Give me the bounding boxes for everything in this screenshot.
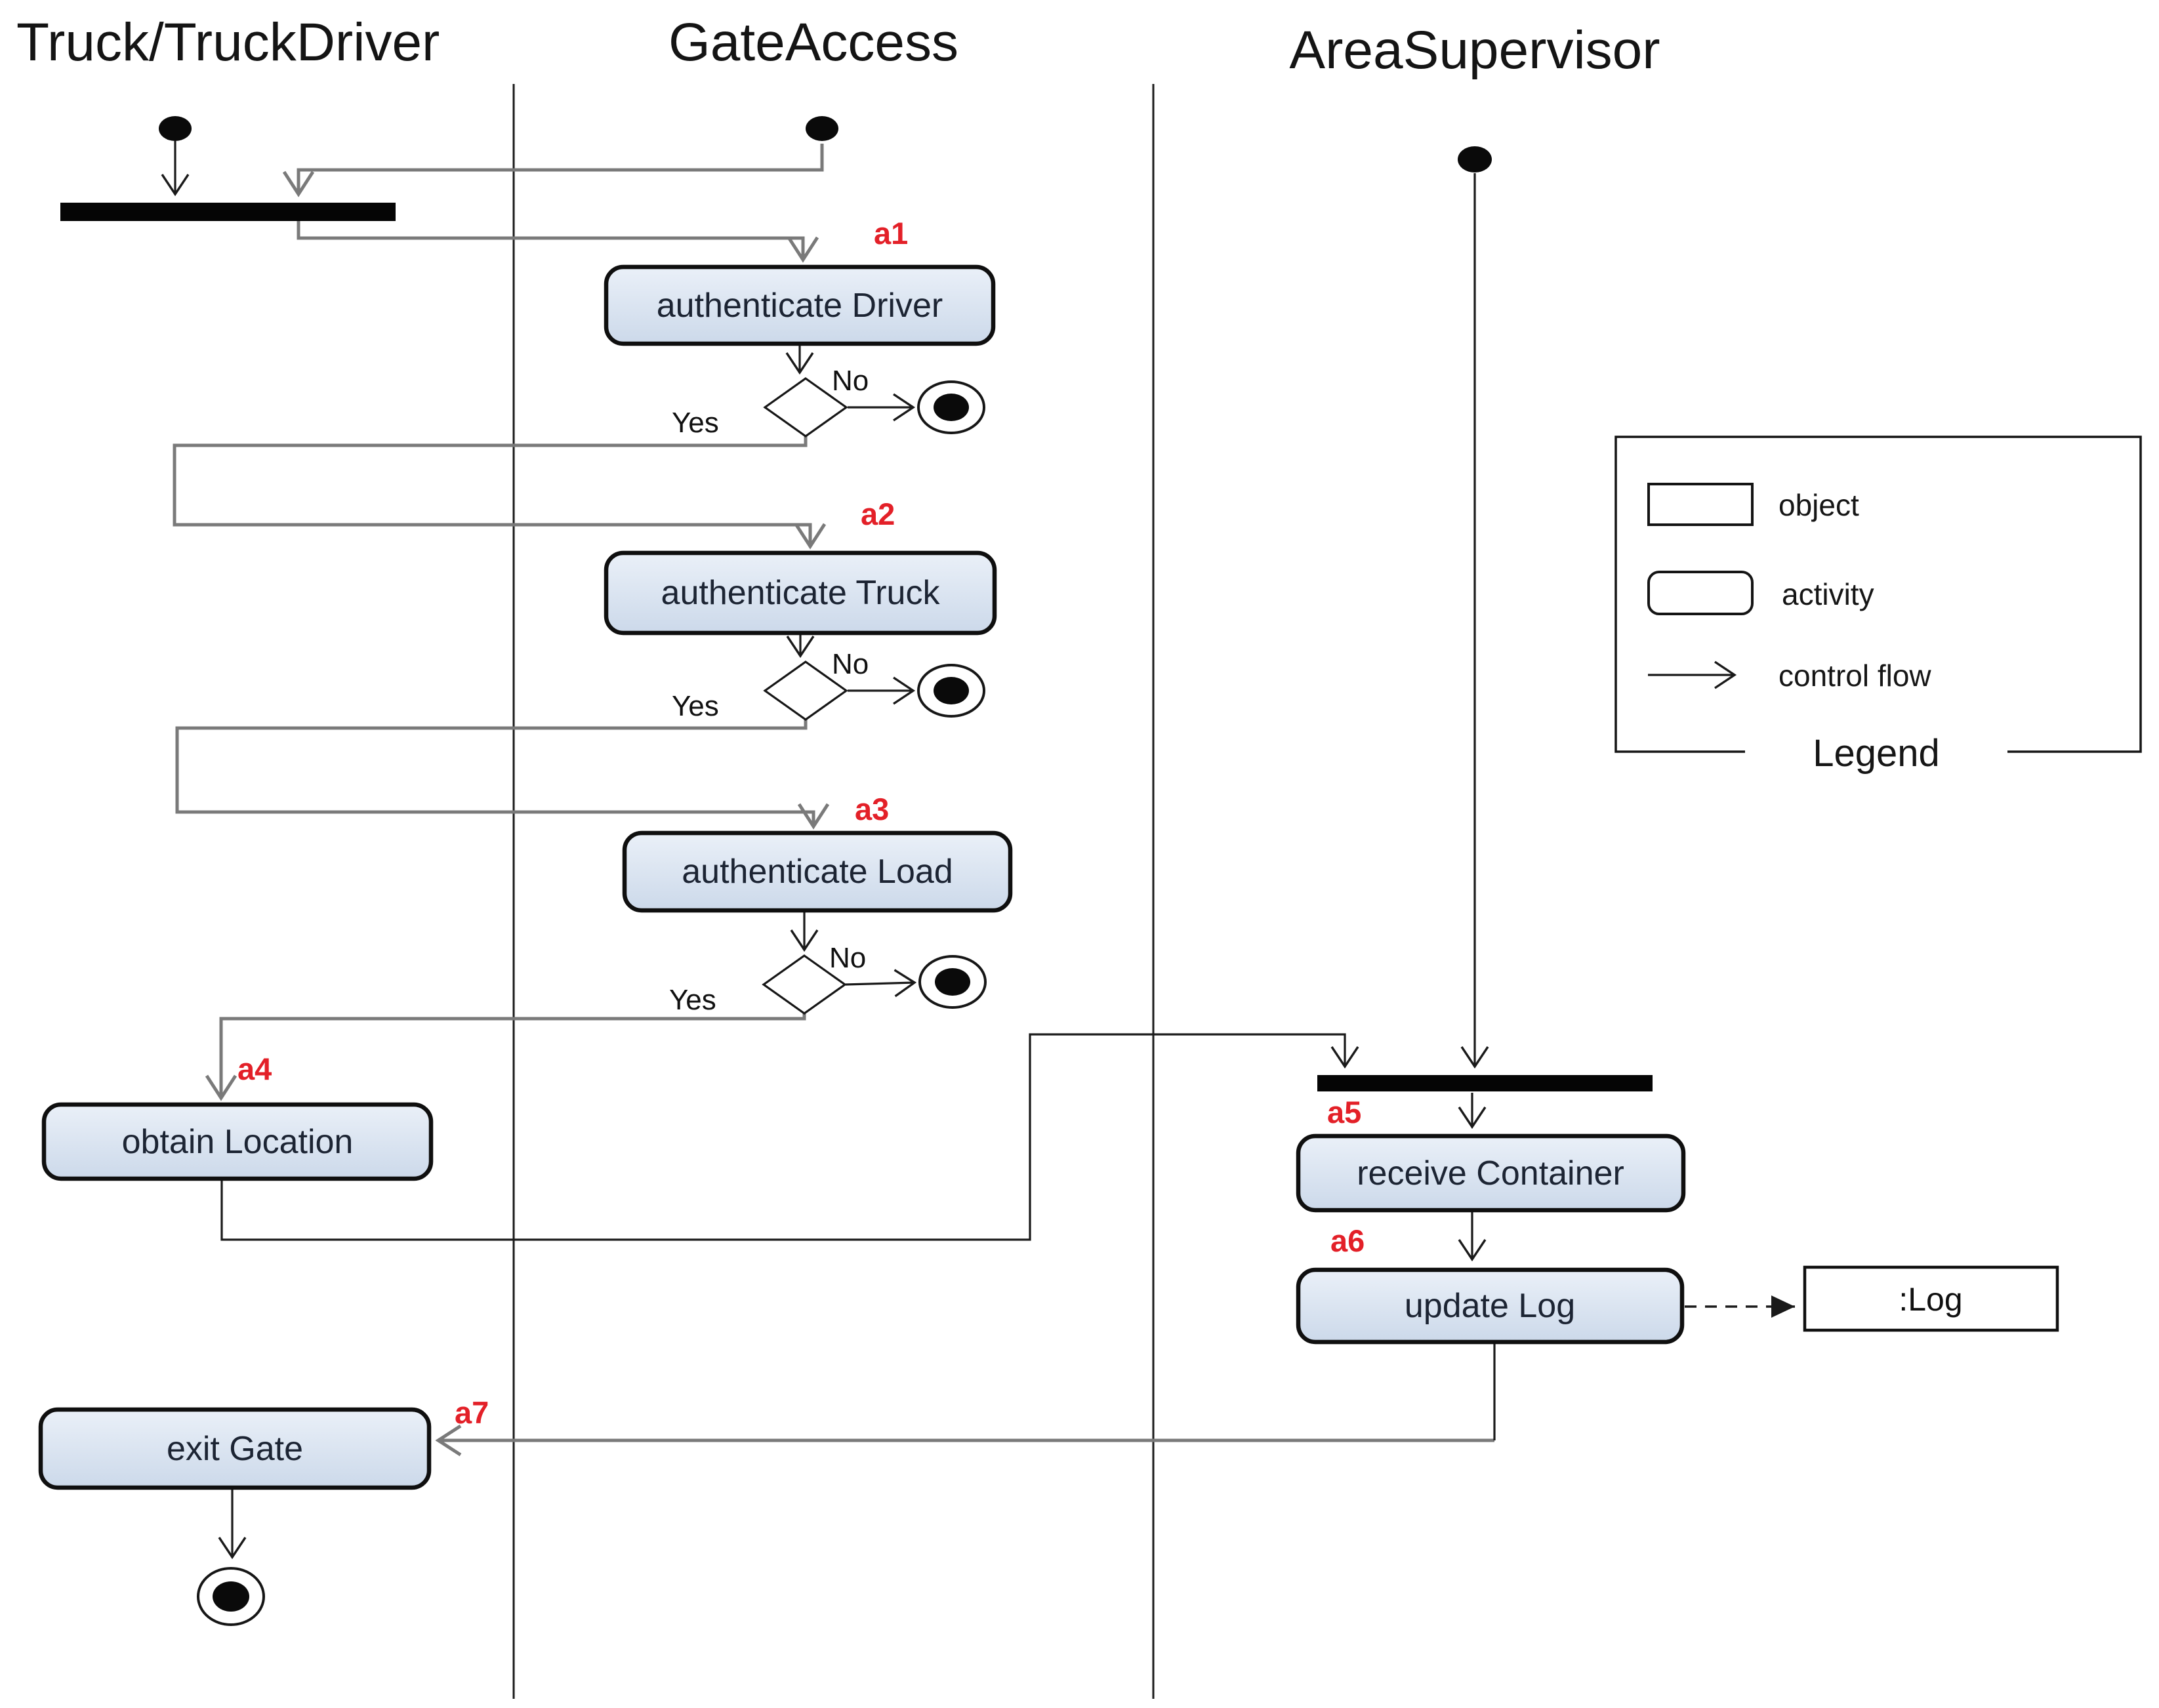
join-bar-areasupervisor <box>1317 1075 1653 1091</box>
svg-text:update Log: update Log <box>1405 1287 1575 1325</box>
final-node-3 <box>918 955 987 1009</box>
label-a5: a5 <box>1327 1095 1361 1129</box>
final-node-2 <box>917 664 985 718</box>
flow-yes1-to-a2 <box>173 436 827 550</box>
activity-a2: authenticate Truck <box>604 550 997 636</box>
initial-node-gateaccess <box>806 116 838 141</box>
activity-a5: receive Container <box>1296 1133 1686 1213</box>
decision-load-ok <box>762 954 847 1015</box>
object-node-log: :Log <box>1803 1265 2059 1332</box>
legend-title: Legend <box>1813 732 1940 775</box>
final-node-1 <box>917 380 985 434</box>
label-a3: a3 <box>855 792 889 826</box>
activity-a1: authenticate Driver <box>604 264 996 346</box>
svg-text:authenticate Truck: authenticate Truck <box>661 574 941 612</box>
activity-a3: authenticate Load <box>622 830 1013 913</box>
flow-a4-to-join <box>220 1033 1359 1241</box>
flow-yes2-to-a3 <box>175 720 830 830</box>
lane-header-truck: Truck/TruckDriver <box>16 12 440 72</box>
svg-text::Log: :Log <box>1899 1281 1962 1318</box>
label-a2: a2 <box>861 497 895 531</box>
guard-no-1: No <box>832 365 869 397</box>
legend-activity-label: activity <box>1782 577 1874 611</box>
label-a1: a1 <box>874 216 908 251</box>
legend-border <box>1614 436 2142 753</box>
decision-truck-ok <box>763 661 848 721</box>
flow-decision3-no-to-final3 <box>845 969 917 998</box>
activity-a7: exit Gate <box>38 1407 432 1490</box>
svg-text:authenticate Driver: authenticate Driver <box>657 287 943 325</box>
object-shape-icon <box>1647 483 1754 526</box>
guard-yes-2: Yes <box>672 690 719 722</box>
flow-gate-initial-to-fork <box>282 144 824 197</box>
initial-node-areasupervisor <box>1458 146 1492 173</box>
flow-yes3-to-a4 <box>205 1013 806 1101</box>
final-node-exit <box>197 1567 265 1626</box>
svg-text:exit Gate: exit Gate <box>167 1430 303 1468</box>
guard-yes-3: Yes <box>669 984 716 1016</box>
svg-text:receive Container: receive Container <box>1357 1154 1624 1192</box>
guard-no-3: No <box>829 942 866 974</box>
label-a7: a7 <box>455 1395 489 1430</box>
legend-control-flow-label: control flow <box>1779 659 1931 693</box>
label-a6: a6 <box>1330 1223 1365 1258</box>
svg-text:authenticate Load: authenticate Load <box>682 853 953 891</box>
activity-a6: update Log <box>1296 1267 1685 1345</box>
flow-fork-to-a1 <box>297 221 819 263</box>
lane-header-gateaccess: GateAccess <box>668 12 958 72</box>
fork-bar-truck <box>60 203 396 221</box>
initial-node-truck <box>159 116 192 141</box>
guard-no-2: No <box>832 648 869 680</box>
svg-text:obtain Location: obtain Location <box>122 1123 354 1161</box>
lane-header-areasupervisor: AreaSupervisor <box>1289 20 1660 80</box>
legend: object activity control flow Legend <box>1614 436 2142 775</box>
activity-a4: obtain Location <box>41 1102 434 1181</box>
legend-object-label: object <box>1779 488 1859 522</box>
activity-shape-icon <box>1647 571 1754 615</box>
label-a4: a4 <box>237 1051 272 1086</box>
guard-yes-1: Yes <box>672 407 719 439</box>
decision-driver-ok <box>763 377 848 437</box>
